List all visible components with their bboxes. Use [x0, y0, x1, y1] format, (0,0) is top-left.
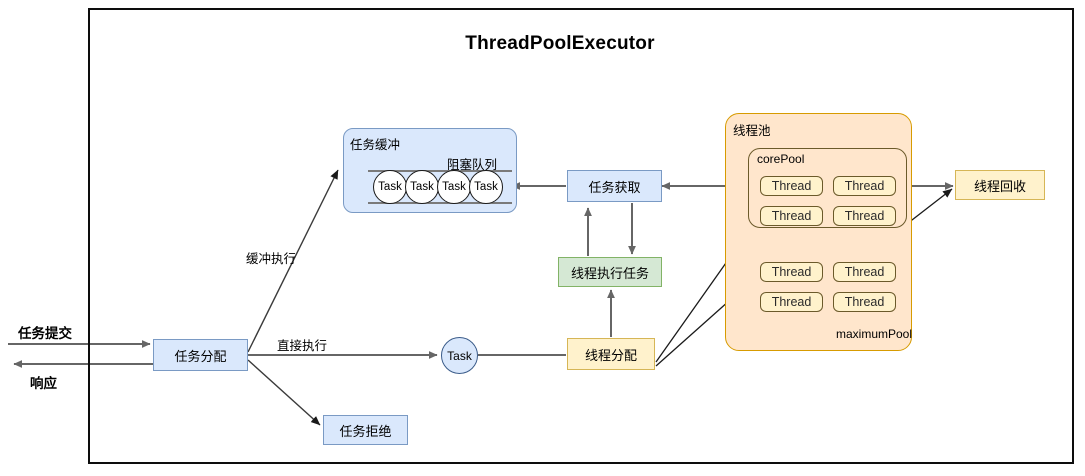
- label-blocking-queue: 阻塞队列: [447, 158, 498, 172]
- max-thread-1: Thread: [760, 262, 823, 282]
- queue-task-2: Task: [405, 170, 439, 204]
- queue-task-4-label: Task: [474, 181, 498, 193]
- max-thread-2-label: Thread: [844, 265, 885, 279]
- node-task-reject-label: 任务拒绝: [339, 423, 392, 439]
- node-thread-recycle-label: 线程回收: [973, 178, 1026, 194]
- node-task-fetch-label: 任务获取: [588, 179, 641, 195]
- max-thread-3-label: Thread: [771, 295, 812, 309]
- node-thread-dispatch[interactable]: 线程分配: [567, 338, 655, 370]
- diagram-outer-frame: [88, 8, 1074, 464]
- core-thread-2: Thread: [833, 176, 896, 196]
- group-core-pool-label: corePool: [757, 152, 805, 166]
- max-thread-3: Thread: [760, 292, 823, 312]
- max-thread-1-label: Thread: [771, 265, 812, 279]
- group-core-pool: [748, 148, 907, 228]
- label-buffered-execute: 缓冲执行: [246, 252, 297, 266]
- node-thread-execute-task-label: 线程执行任务: [570, 265, 649, 281]
- queue-task-2-label: Task: [410, 181, 434, 193]
- edge-dispatch-to-reject: [247, 359, 321, 426]
- max-thread-2: Thread: [833, 262, 896, 282]
- label-response: 响应: [30, 376, 57, 391]
- node-task-dispatch[interactable]: 任务分配: [153, 339, 248, 371]
- node-thread-recycle[interactable]: 线程回收: [955, 170, 1045, 200]
- queue-task-4: Task: [469, 170, 503, 204]
- core-thread-1: Thread: [760, 176, 823, 196]
- core-thread-3: Thread: [760, 206, 823, 226]
- node-task-fetch[interactable]: 任务获取: [567, 170, 662, 202]
- group-thread-pool-label: 线程池: [733, 124, 771, 138]
- queue-task-1: Task: [373, 170, 407, 204]
- queue-task-3-label: Task: [442, 181, 466, 193]
- core-thread-3-label: Thread: [771, 209, 812, 223]
- max-thread-4-label: Thread: [844, 295, 885, 309]
- edge-dispatch-to-buffer: [247, 169, 339, 353]
- queue-task-1-label: Task: [378, 181, 402, 193]
- core-thread-1-label: Thread: [771, 179, 812, 193]
- page-title: ThreadPoolExecutor: [465, 33, 655, 54]
- node-thread-dispatch-label: 线程分配: [584, 347, 637, 363]
- label-direct-execute: 直接执行: [277, 339, 328, 353]
- group-maximum-pool-label: maximumPool: [836, 327, 913, 341]
- node-thread-execute-task[interactable]: 线程执行任务: [558, 257, 662, 287]
- core-thread-2-label: Thread: [844, 179, 885, 193]
- group-task-buffer-label: 任务缓冲: [350, 138, 401, 152]
- core-thread-4: Thread: [833, 206, 896, 226]
- node-task-dispatch-label: 任务分配: [174, 348, 227, 364]
- max-thread-4: Thread: [833, 292, 896, 312]
- node-task-reject[interactable]: 任务拒绝: [323, 415, 408, 445]
- node-standalone-task-label: Task: [447, 348, 472, 363]
- core-thread-4-label: Thread: [844, 209, 885, 223]
- queue-task-3: Task: [437, 170, 471, 204]
- node-standalone-task: Task: [441, 337, 478, 374]
- label-task-submit: 任务提交: [18, 326, 72, 341]
